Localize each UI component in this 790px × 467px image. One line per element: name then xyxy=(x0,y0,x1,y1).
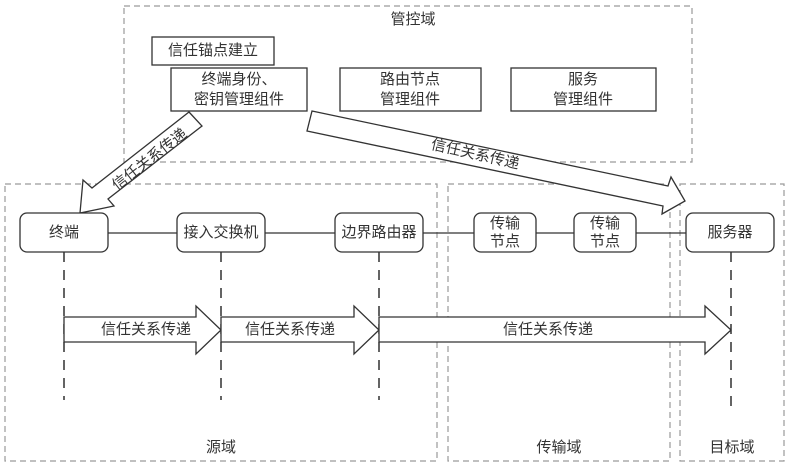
node-border-router: 边界路由器 xyxy=(334,212,424,253)
node-terminal: 终端 xyxy=(19,212,109,253)
service-mgmt-box: 服务 管理组件 xyxy=(510,67,657,112)
flow-arrow-3-label: 信任关系传递 xyxy=(503,320,593,338)
node-transit-2-label-1: 传输 xyxy=(590,214,620,232)
routing-node-mgmt-box: 路由节点 管理组件 xyxy=(339,67,482,112)
flow-arrow-2-label: 信任关系传递 xyxy=(245,320,335,338)
flow-arrow-2: 信任关系传递 xyxy=(220,304,380,356)
transit-domain-label: 传输域 xyxy=(536,438,581,456)
service-mgmt-label-1: 服务 xyxy=(568,70,598,88)
node-transit-2-label-2: 节点 xyxy=(590,232,620,250)
routing-node-mgmt-label-1: 路由节点 xyxy=(380,70,440,88)
node-transit-1-label-2: 节点 xyxy=(490,232,520,250)
node-access-switch: 接入交换机 xyxy=(176,212,266,253)
flow-arrow-1-label: 信任关系传递 xyxy=(101,320,191,338)
node-transit-1-label-1: 传输 xyxy=(490,214,520,232)
target-domain-label: 目标域 xyxy=(709,438,754,456)
node-transit-1: 传输 节点 xyxy=(473,212,537,253)
terminal-identity-mgmt-box: 终端身份、 密钥管理组件 xyxy=(170,67,308,112)
source-domain-label: 源域 xyxy=(206,438,236,456)
control-domain xyxy=(123,5,693,163)
flow-arrow-1: 信任关系传递 xyxy=(63,304,222,356)
flow-arrow-3: 信任关系传递 xyxy=(378,304,732,356)
arrow-to-server-label: 信任关系传递 xyxy=(429,135,521,173)
trust-anchor-box: 信任锚点建立 xyxy=(151,36,275,66)
control-domain-label: 管控域 xyxy=(390,10,435,28)
terminal-identity-label-1: 终端身份、 xyxy=(201,70,276,88)
routing-node-mgmt-label-2: 管理组件 xyxy=(380,90,440,108)
node-access-switch-label: 接入交换机 xyxy=(183,223,258,241)
node-server: 服务器 xyxy=(685,212,775,253)
terminal-identity-label-2: 密钥管理组件 xyxy=(194,90,284,108)
node-terminal-label: 终端 xyxy=(49,223,79,241)
node-server-label: 服务器 xyxy=(707,223,752,241)
trust-anchor-label: 信任锚点建立 xyxy=(168,41,258,59)
node-border-router-label: 边界路由器 xyxy=(341,223,416,241)
service-mgmt-label-2: 管理组件 xyxy=(553,90,613,108)
node-transit-2: 传输 节点 xyxy=(573,212,637,253)
